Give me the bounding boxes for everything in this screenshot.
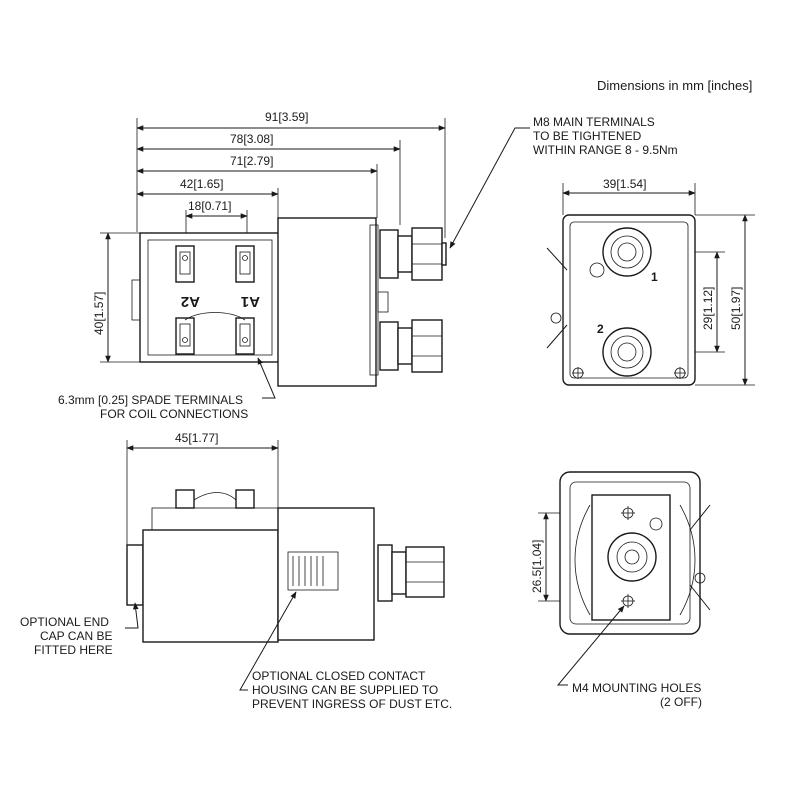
- note-contact-housing: OPTIONAL CLOSED CONTACT HOUSING CAN BE S…: [239, 591, 452, 711]
- svg-text:M8 MAIN TERMINALS: M8 MAIN TERMINALS: [533, 115, 655, 129]
- end-view-body: [562, 214, 696, 386]
- note-mounting-holes: M4 MOUNTING HOLES (2 OFF): [556, 605, 702, 709]
- svg-text:FITTED HERE: FITTED HERE: [34, 643, 113, 657]
- dim-label-39: 39[1.54]: [603, 177, 646, 191]
- main-terminal-stud-lower: [379, 319, 443, 373]
- dim-label-50: 50[1.97]: [729, 287, 743, 330]
- svg-text:6.3mm [0.25] SPADE TERMINALS: 6.3mm [0.25] SPADE TERMINALS: [58, 393, 243, 407]
- dim-label-42: 42[1.65]: [180, 177, 223, 191]
- top-view: 91[3.59] 78[3.08] 71[2.79] 42[1.65] 18[0…: [92, 110, 447, 387]
- label-terminal-2: 2: [597, 322, 604, 336]
- dim-label-45: 45[1.77]: [175, 431, 218, 445]
- svg-text:CAP CAN BE: CAP CAN BE: [40, 629, 112, 643]
- svg-text:OPTIONAL END: OPTIONAL END: [20, 615, 109, 629]
- side-contact-housing: [277, 507, 375, 641]
- side-view: 45[1.77]: [126, 431, 445, 643]
- contact-housing: [277, 217, 377, 387]
- end-terminal-2: [602, 327, 652, 377]
- spade-terminal-a2-lower: [175, 317, 195, 355]
- label-terminal-1: 1: [651, 270, 658, 284]
- dim-label-91: 91[3.59]: [265, 110, 308, 124]
- svg-text:FOR COIL CONNECTIONS: FOR COIL CONNECTIONS: [100, 407, 248, 421]
- dim-label-71: 71[2.79]: [230, 154, 273, 168]
- note-spade-terminals: 6.3mm [0.25] SPADE TERMINALS FOR COIL CO…: [58, 357, 276, 421]
- svg-text:HOUSING CAN BE SUPPLIED TO: HOUSING CAN BE SUPPLIED TO: [252, 683, 438, 697]
- dim-label-78: 78[3.08]: [230, 132, 273, 146]
- label-a1: A1: [241, 293, 260, 310]
- svg-text:WITHIN RANGE 8 - 9.5Nm: WITHIN RANGE 8 - 9.5Nm: [533, 143, 678, 157]
- svg-text:M4 MOUNTING HOLES: M4 MOUNTING HOLES: [572, 681, 701, 695]
- base-view: 26.5[1.04]: [530, 471, 711, 635]
- end-terminal-1: [602, 227, 652, 277]
- svg-text:TO BE TIGHTENED: TO BE TIGHTENED: [533, 129, 642, 143]
- spade-terminal-a2-upper: [175, 245, 195, 283]
- svg-text:OPTIONAL CLOSED CONTACT: OPTIONAL CLOSED CONTACT: [252, 669, 426, 683]
- note-end-cap: OPTIONAL END CAP CAN BE FITTED HERE: [20, 602, 139, 657]
- dim-label-18: 18[0.71]: [188, 199, 231, 213]
- spade-terminal-a1-lower: [235, 317, 255, 355]
- end-view: 39[1.54] 50[1.97] 29[1.12] 1: [546, 177, 755, 386]
- dim-label-29: 29[1.12]: [701, 287, 715, 330]
- main-terminal-stud-upper: [379, 227, 447, 281]
- svg-text:(2 OFF): (2 OFF): [660, 695, 702, 709]
- side-coil-body: [142, 529, 279, 643]
- label-a2: A2: [181, 293, 200, 310]
- svg-text:PREVENT INGRESS OF DUST ETC.: PREVENT INGRESS OF DUST ETC.: [252, 697, 452, 711]
- dim-label-26-5: 26.5[1.04]: [530, 540, 544, 593]
- units-note: Dimensions in mm [inches]: [597, 78, 752, 93]
- dim-label-40: 40[1.57]: [92, 292, 106, 335]
- note-main-terminals: M8 MAIN TERMINALS TO BE TIGHTENED WITHIN…: [449, 115, 678, 249]
- spade-terminal-a1-upper: [235, 245, 255, 283]
